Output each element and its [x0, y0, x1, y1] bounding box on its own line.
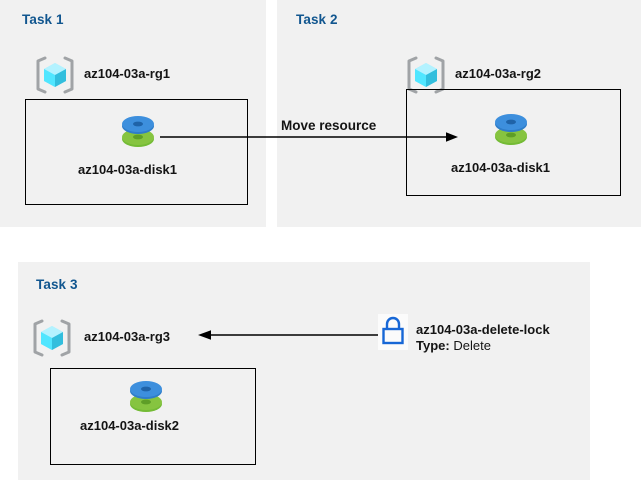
task-2-title: Task 2: [296, 12, 338, 27]
task-2-resource-container: [406, 89, 621, 196]
task-1-resource-container: [25, 99, 248, 205]
resource-group-icon: [30, 318, 74, 358]
resource-group-icon: [33, 55, 77, 95]
managed-disk-icon: [116, 110, 160, 152]
panel-task-3: [18, 262, 590, 480]
lock-icon: [378, 314, 408, 350]
delete-lock-type-line: Type: Delete: [416, 338, 550, 354]
resource-group-label: az104-03a-rg2: [455, 66, 541, 81]
resource-group-label: az104-03a-rg3: [84, 329, 170, 344]
delete-lock-type-key: Type:: [416, 338, 450, 353]
task-3-resource-container: [50, 368, 256, 465]
resource-label: az104-03a-disk1: [451, 160, 551, 175]
delete-lock-info: az104-03a-delete-lock Type: Delete: [416, 322, 550, 354]
managed-disk-icon: [124, 375, 168, 417]
resource-label: az104-03a-disk1: [78, 162, 178, 177]
task-1-title: Task 1: [22, 12, 64, 27]
task-3-title: Task 3: [36, 277, 78, 292]
delete-lock-name: az104-03a-delete-lock: [416, 322, 550, 337]
resource-label: az104-03a-disk2: [80, 418, 180, 433]
resource-group-label: az104-03a-rg1: [84, 66, 170, 81]
managed-disk-icon: [489, 108, 533, 150]
delete-lock-type-value: Delete: [453, 338, 491, 353]
move-resource-arrow: [160, 132, 458, 142]
panel-task-1: [0, 0, 266, 227]
resource-group-icon: [404, 55, 448, 95]
delete-lock-arrow: [198, 330, 378, 340]
panel-task-2: [277, 0, 641, 227]
move-resource-label: Move resource: [281, 118, 377, 133]
